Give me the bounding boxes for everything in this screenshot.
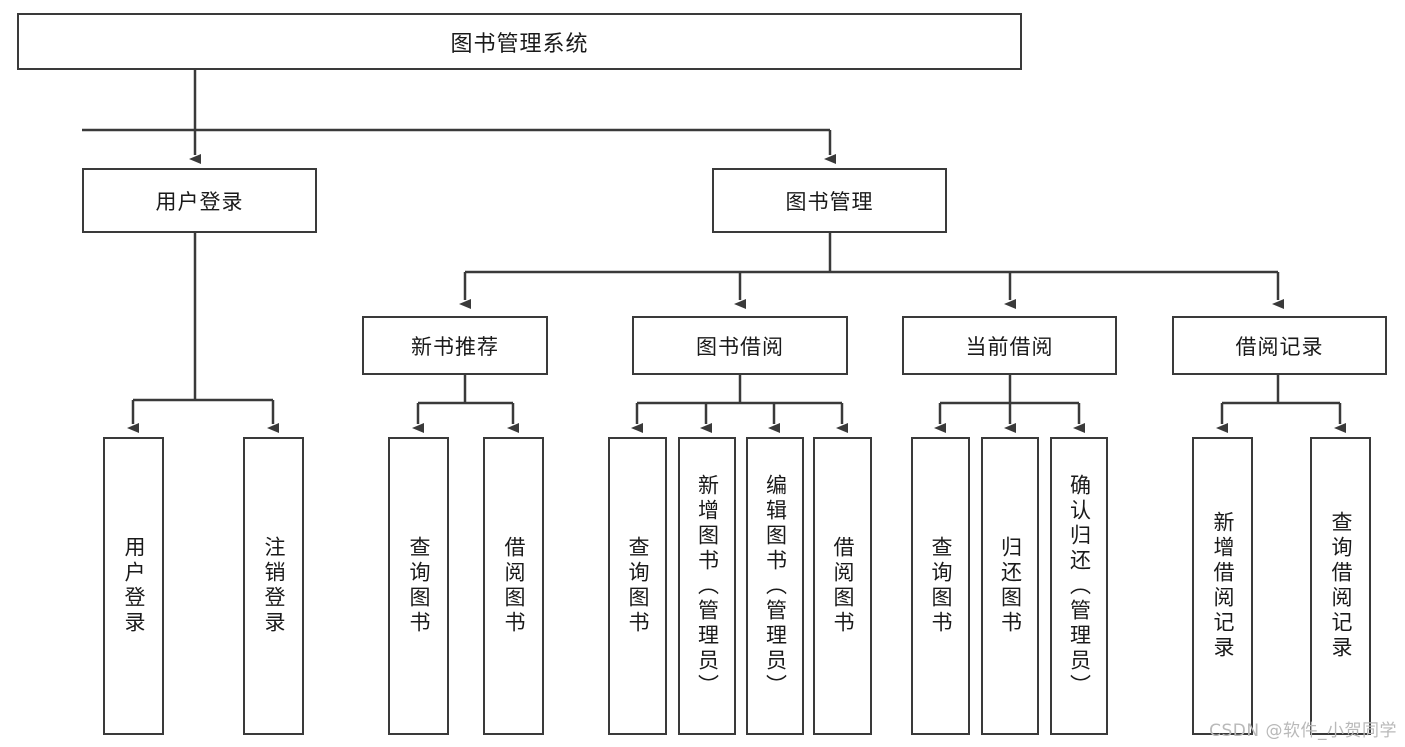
- leaf-query-book-current[interactable]: 查询图书: [911, 437, 970, 735]
- node-label: 借阅图书: [831, 536, 855, 636]
- node-label: 新书推荐: [411, 334, 499, 359]
- leaf-add-borrow-record[interactable]: 新增借阅记录: [1192, 437, 1253, 735]
- node-book-borrow[interactable]: 图书借阅: [632, 316, 848, 375]
- node-user-login[interactable]: 用户登录: [82, 168, 317, 233]
- leaf-return-book[interactable]: 归还图书: [981, 437, 1039, 735]
- node-label: 编辑图书（管理员）: [763, 473, 788, 699]
- node-label: 当前借阅: [965, 334, 1054, 359]
- node-new-book-recommend[interactable]: 新书推荐: [362, 316, 548, 375]
- node-label: 新增图书（管理员）: [695, 473, 720, 699]
- node-book-management[interactable]: 图书管理: [712, 168, 947, 233]
- node-label: 注销登录: [262, 536, 286, 636]
- node-label: 图书借阅: [696, 334, 784, 359]
- node-label: 新增借阅记录: [1211, 511, 1235, 661]
- node-label: 用户登录: [122, 536, 146, 636]
- node-borrow-record[interactable]: 借阅记录: [1172, 316, 1387, 375]
- node-label: 借阅图书: [502, 536, 526, 636]
- node-label: 确认归还（管理员）: [1067, 473, 1092, 699]
- leaf-query-book-recommend[interactable]: 查询图书: [388, 437, 449, 735]
- node-root-system[interactable]: 图书管理系统: [17, 13, 1022, 70]
- leaf-borrow-book[interactable]: 借阅图书: [813, 437, 872, 735]
- leaf-query-borrow-record[interactable]: 查询借阅记录: [1310, 437, 1371, 735]
- watermark-text: CSDN @软件_小贺同学: [1209, 721, 1397, 741]
- node-label: 查询图书: [626, 536, 650, 636]
- node-label: 查询借阅记录: [1329, 511, 1353, 661]
- node-label: 借阅记录: [1235, 334, 1324, 359]
- leaf-query-book-borrow[interactable]: 查询图书: [608, 437, 667, 735]
- node-label: 用户登录: [155, 189, 244, 214]
- node-label: 查询图书: [407, 536, 431, 636]
- node-label: 查询图书: [929, 536, 953, 636]
- node-current-borrow[interactable]: 当前借阅: [902, 316, 1117, 375]
- leaf-confirm-return-admin[interactable]: 确认归还（管理员）: [1050, 437, 1108, 735]
- node-label: 归还图书: [998, 536, 1023, 636]
- node-label: 图书管理: [785, 189, 874, 214]
- node-label: 图书管理系统: [450, 31, 589, 57]
- leaf-borrow-book-recommend[interactable]: 借阅图书: [483, 437, 544, 735]
- leaf-user-logout[interactable]: 注销登录: [243, 437, 304, 735]
- leaf-user-login[interactable]: 用户登录: [103, 437, 164, 735]
- leaf-edit-book-admin[interactable]: 编辑图书（管理员）: [746, 437, 804, 735]
- leaf-add-book-admin[interactable]: 新增图书（管理员）: [678, 437, 736, 735]
